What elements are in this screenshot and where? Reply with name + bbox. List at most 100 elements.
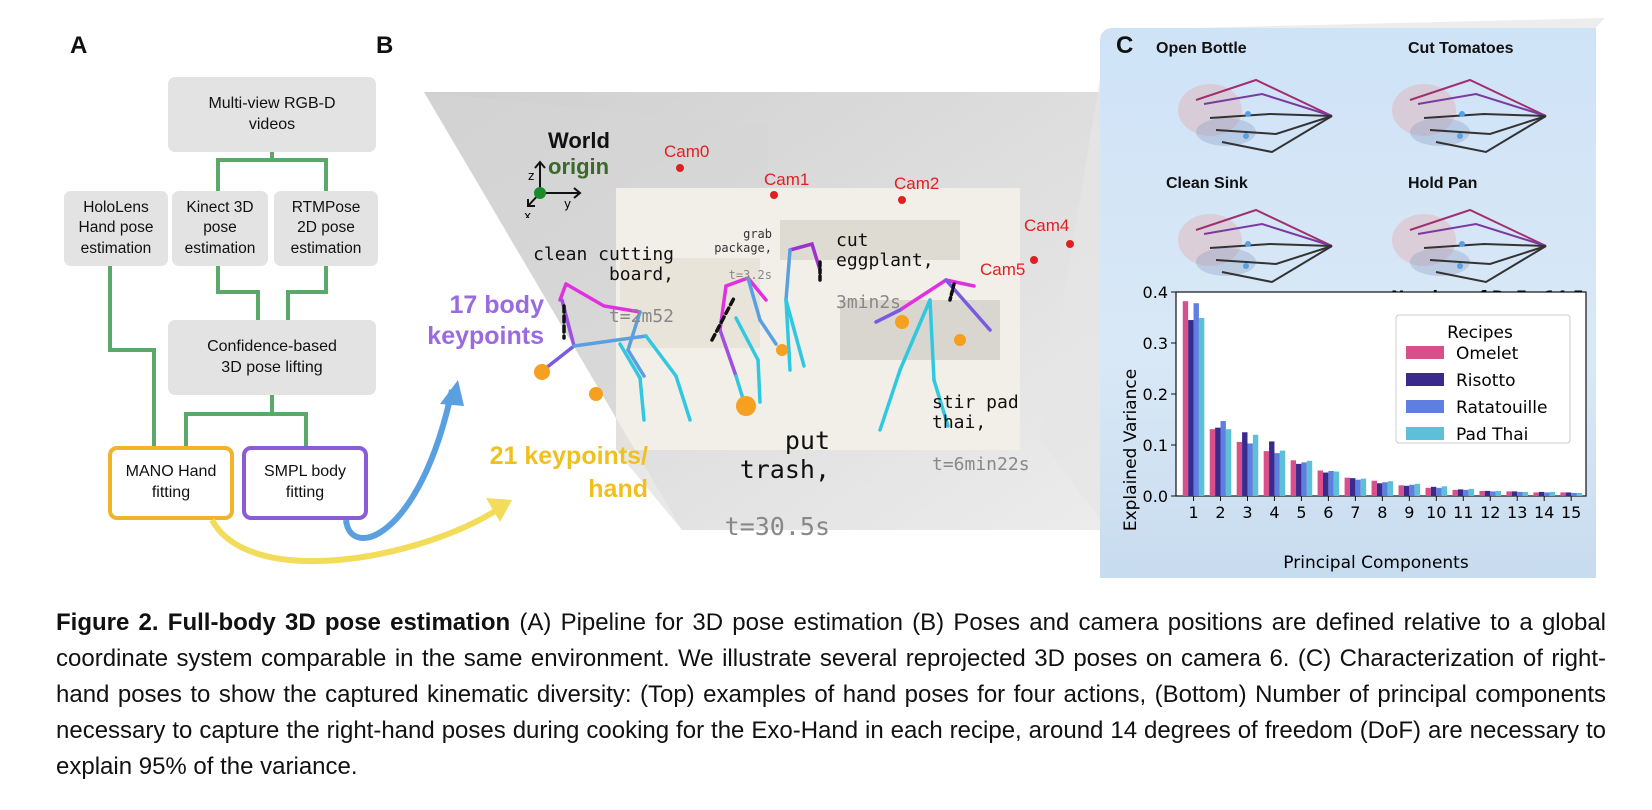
legend-title: Recipes: [1447, 323, 1513, 343]
y-tick-label: 0.0: [1143, 487, 1168, 506]
action-time: t=6min22s: [932, 453, 1030, 475]
y-tick-label: 0.2: [1143, 385, 1168, 404]
hololens-box: HoloLens Hand pose estimation: [64, 191, 168, 266]
bar-pad-thai-pc5: [1306, 460, 1313, 496]
hand-example-hold-pan: Hold Pan: [1408, 175, 1478, 192]
bar-ratatouille-pc7: [1355, 479, 1361, 496]
x-axis-label: Principal Components: [1283, 553, 1469, 573]
bar-pad-thai-pc11: [1468, 488, 1475, 496]
hand-3: [736, 396, 756, 416]
x-tick-label: 7: [1350, 503, 1360, 522]
action-put-trash: put trash, t=30.5s: [700, 398, 830, 542]
cam1-label: Cam1: [764, 170, 810, 189]
bar-pad-thai-pc6: [1333, 471, 1340, 496]
bar-omelet-pc2: [1209, 429, 1216, 496]
bar-risotto-pc3: [1242, 432, 1248, 496]
bar-risotto-pc1: [1188, 320, 1194, 496]
bar-ratatouille-pc3: [1247, 443, 1253, 496]
bar-ratatouille-pc5: [1301, 462, 1307, 496]
bar-omelet-pc8: [1371, 480, 1377, 496]
bar-omelet-pc10: [1425, 487, 1431, 496]
rtmpose-box: RTMPose 2D pose estimation: [274, 191, 378, 266]
x-tick-label: 1: [1188, 503, 1198, 522]
panel-b-label: B: [376, 32, 394, 59]
legend-swatch: [1406, 346, 1444, 359]
mano-hand-box: MANO Hand fitting: [108, 446, 234, 520]
hand-pose-cut-tomatoes: [1392, 78, 1547, 154]
skeleton-poses: [534, 241, 992, 432]
bar-risotto-pc11: [1457, 489, 1464, 496]
bar-omelet-pc15: [1560, 492, 1566, 496]
bar-omelet-pc11: [1452, 489, 1458, 496]
legend-entry: Omelet: [1456, 344, 1519, 364]
cam0-dot: [676, 164, 684, 172]
x-tick-label: 12: [1480, 503, 1500, 522]
x-tick-label: 6: [1323, 503, 1333, 522]
bar-risotto-pc15: [1565, 492, 1572, 496]
bar-omelet-pc7: [1344, 477, 1350, 496]
hand-pose-hold-pan: [1392, 208, 1547, 284]
bar-pad-thai-pc4: [1279, 450, 1286, 496]
hand-2: [589, 387, 603, 401]
hand-pose-figures: [1178, 78, 1547, 284]
action-name: cut eggplant,: [836, 229, 934, 272]
legend-swatch: [1406, 427, 1444, 440]
bar-risotto-pc12: [1484, 490, 1491, 496]
bar-pad-thai-pc10: [1441, 486, 1448, 496]
bar-ratatouille-pc11: [1463, 489, 1469, 496]
bar-risotto-pc7: [1349, 478, 1356, 496]
bar-ratatouille-pc9: [1409, 484, 1415, 496]
bar-ratatouille-pc15: [1571, 492, 1577, 496]
x-tick-label: 13: [1507, 503, 1527, 522]
axis-y-label: y: [564, 197, 571, 211]
bar-ratatouille-pc14: [1544, 492, 1550, 496]
x-tick-label: 8: [1377, 503, 1387, 522]
bar-ratatouille-pc10: [1436, 487, 1442, 496]
x-tick-label: 2: [1215, 503, 1225, 522]
action-name: grab package,: [714, 226, 772, 255]
bar-risotto-pc2: [1215, 427, 1221, 496]
bar-omelet-pc12: [1479, 490, 1485, 496]
legend-swatch: [1406, 400, 1444, 413]
action-time: t=2m52: [608, 305, 674, 327]
action-grab-package: grab package, t=3.2s: [700, 214, 772, 283]
bar-risotto-pc5: [1296, 463, 1302, 496]
hand-pose-clean-sink: [1178, 208, 1333, 284]
action-name: put trash,: [739, 425, 830, 484]
bar-risotto-pc6: [1323, 472, 1329, 496]
bar-omelet-pc9: [1398, 485, 1404, 496]
x-tick-label: 11: [1453, 503, 1473, 522]
cam5-label: Cam5: [980, 260, 1026, 279]
cam4-dot: [1066, 240, 1074, 248]
caption-text: (A) Pipeline for 3D pose estimation (B) …: [56, 609, 1606, 780]
pipeline-arrows: [209, 380, 512, 565]
hand-example-cut-tomatoes: Cut Tomatoes: [1408, 40, 1514, 57]
y-axis-label: Explained Variance: [1121, 369, 1141, 531]
bar-omelet-pc6: [1317, 470, 1324, 496]
x-tick-label: 4: [1269, 503, 1279, 522]
skeleton-cut-eggplant: [784, 241, 822, 372]
caption-title: Full-body 3D pose estimation: [167, 609, 511, 636]
bar-pad-thai-pc1: [1198, 318, 1205, 496]
bar-pad-thai-pc9: [1414, 483, 1421, 496]
x-tick-label: 3: [1242, 503, 1252, 522]
action-clean-cutting: clean cutting board, t=2m52: [528, 224, 674, 327]
bar-risotto-pc4: [1269, 441, 1275, 496]
x-tick-label: 10: [1426, 503, 1446, 522]
bar-risotto-pc8: [1376, 483, 1383, 496]
legend-swatch: [1406, 373, 1444, 386]
cam0-label: Cam0: [664, 142, 710, 161]
bar-omelet-pc1: [1182, 301, 1189, 496]
y-tick-label: 0.4: [1143, 283, 1168, 302]
cam1-dot: [770, 191, 778, 199]
bar-risotto-pc9: [1403, 485, 1410, 496]
hand-5: [954, 334, 966, 346]
axis-z-label: z: [528, 169, 534, 183]
pipeline-connectors: [108, 152, 328, 446]
bar-ratatouille-pc4: [1274, 453, 1280, 496]
x-tick-label: 5: [1296, 503, 1306, 522]
bar-pad-thai-pc8: [1387, 481, 1394, 496]
bar-ratatouille-pc6: [1328, 471, 1334, 496]
caption-label: Figure 2.: [56, 609, 159, 636]
action-cut-eggplant: cut eggplant, 3min2s: [836, 210, 946, 313]
